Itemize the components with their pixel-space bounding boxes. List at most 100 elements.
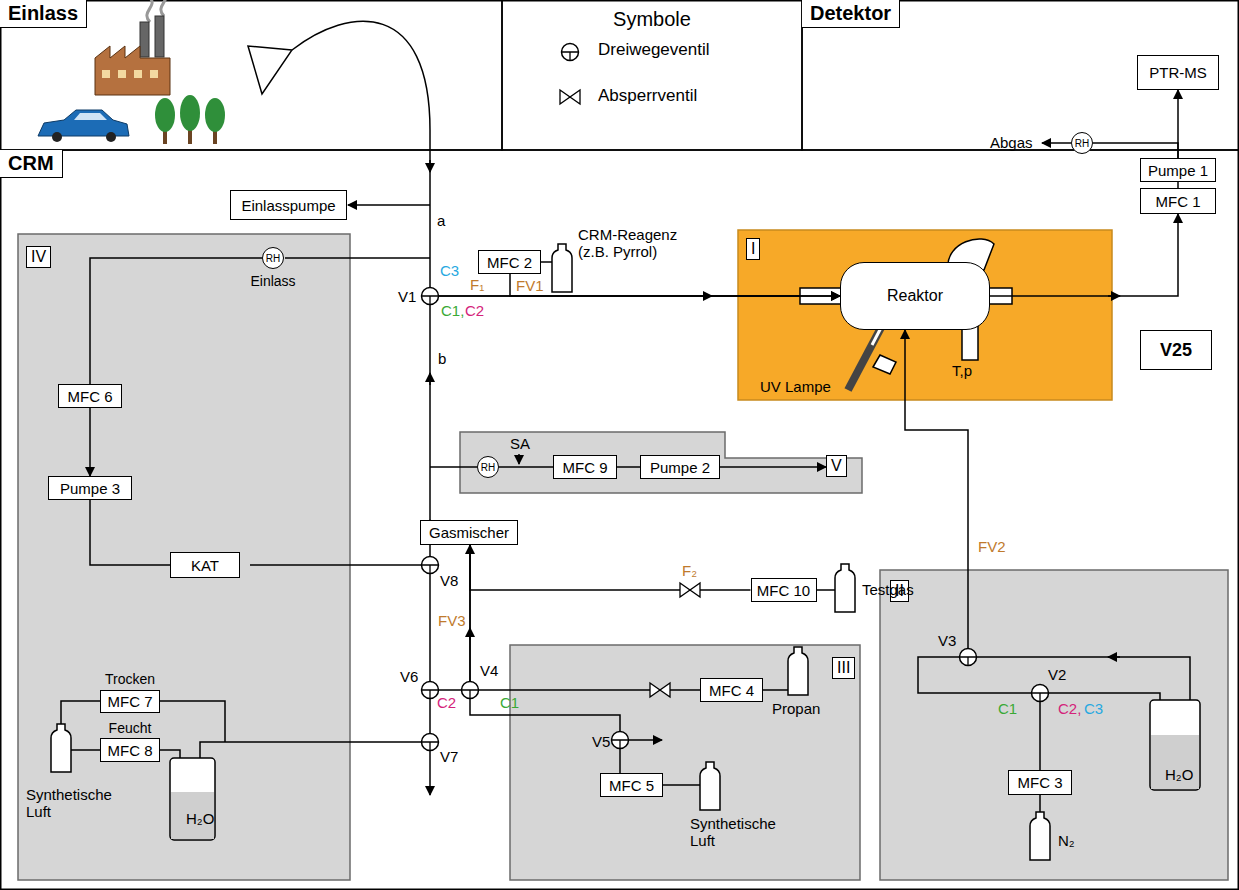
pump-box: Pumpe 1	[1140, 158, 1216, 182]
part-label: UV Lampe	[760, 378, 831, 395]
region-fill	[460, 432, 862, 493]
gas-line	[89, 408, 91, 476]
part-label: Testgas	[862, 581, 914, 598]
part-label: a	[437, 212, 445, 229]
three-way-valve	[422, 288, 439, 305]
gas-bottle	[51, 724, 71, 772]
flow-controller: MFC 10	[751, 578, 817, 602]
node-label: Detektor	[802, 0, 900, 28]
gas-line	[90, 258, 262, 384]
three-way-valve	[960, 649, 977, 666]
shutoff-valve	[680, 583, 700, 597]
gas-bottle	[788, 647, 808, 695]
node-label: Pumpe 1	[1148, 162, 1208, 179]
pump-box: Einlasspumpe	[230, 190, 347, 220]
part-label: SA	[510, 435, 530, 452]
node-label: Einlasspumpe	[241, 197, 335, 214]
node-label: I	[746, 238, 760, 260]
tubing	[430, 466, 477, 468]
part-label: C3	[440, 262, 459, 279]
pump-box: Pumpe 3	[48, 476, 132, 500]
gas-bottle	[700, 762, 720, 810]
section-panel: DetektorPTR-MS RH	[802, 0, 1239, 150]
panel-outline	[802, 0, 1239, 150]
three-way-valve	[1032, 685, 1049, 702]
emission-sources	[102, 70, 110, 78]
part-label: V3	[938, 632, 956, 649]
node-label: V	[826, 455, 847, 477]
shutoff-valve	[560, 90, 580, 104]
node-label: Reaktor	[887, 287, 943, 305]
tubing	[720, 466, 826, 468]
node-label: KAT	[191, 557, 219, 574]
emission-sources	[52, 132, 62, 142]
gas-bottle	[552, 244, 572, 292]
part-label: N₂	[1058, 832, 1075, 849]
reactor-parts	[800, 239, 1012, 390]
gas-line	[90, 500, 170, 565]
humidity-sensor: RHEinlass	[262, 247, 284, 269]
tubing	[429, 699, 431, 733]
emission-sources	[205, 98, 225, 132]
region-fill	[18, 234, 350, 880]
bubbler	[170, 758, 215, 840]
gas-line	[617, 466, 640, 468]
node-note: Einlass	[250, 273, 295, 289]
part-label: F₂	[682, 562, 697, 579]
tubing	[1039, 795, 1041, 814]
legend-text: Absperrventil	[598, 86, 697, 106]
flow-controller: MFC 1	[1140, 188, 1216, 214]
part-label: FV1	[516, 277, 544, 294]
part-label: V5	[592, 733, 610, 750]
module-region: IIMFC 3	[880, 570, 1228, 880]
emission-sources	[106, 132, 116, 142]
tubing	[160, 701, 225, 742]
module-region: IVRHEinlassMFC 6Pumpe 3KATMFC 7TrockenMF…	[18, 234, 350, 880]
tubing	[470, 699, 620, 731]
tubing	[71, 749, 100, 751]
version-box: V25	[1140, 330, 1212, 370]
part-label: b	[438, 350, 446, 367]
legend-text: Dreiwegeventil	[598, 40, 710, 60]
reactor-vessel: Reaktor	[840, 262, 990, 330]
tubing	[541, 261, 552, 263]
node-label: MFC 8	[108, 742, 153, 759]
node-note: Trocken	[105, 671, 155, 687]
node-label: Pumpe 3	[60, 480, 120, 497]
three-way-valve	[562, 44, 579, 61]
node-label: MFC 4	[709, 682, 754, 699]
tubing	[1108, 656, 1120, 658]
node-label: MFC 5	[609, 777, 654, 794]
node-label: III	[832, 657, 855, 679]
tubing	[200, 742, 421, 758]
bubbler	[171, 792, 214, 839]
gas-bottle	[51, 244, 1050, 860]
tubing	[285, 257, 430, 259]
gas-line	[470, 545, 700, 690]
tubing	[663, 784, 700, 786]
emission-sources	[140, 22, 149, 57]
part-label: Propan	[772, 700, 820, 717]
reactor-parts	[873, 355, 896, 374]
part-label: H₂O	[1165, 766, 1193, 783]
region-fill	[510, 645, 860, 880]
part-label: V1	[398, 288, 416, 305]
node-label: CRM	[0, 150, 63, 178]
node-label: RH	[481, 462, 495, 473]
node-label: RH	[1075, 138, 1089, 149]
flow-controller: MFC 9	[553, 455, 617, 479]
node-label: MFC 3	[1018, 774, 1063, 791]
three-way-valve	[422, 682, 439, 699]
tubing	[61, 21, 1190, 828]
region-fill	[880, 570, 1228, 880]
emission-sources	[74, 113, 107, 120]
part-label: V2	[1048, 666, 1066, 683]
part-label: Synthetische Luft	[26, 786, 121, 821]
flow-controller: MFC 7Trocken	[100, 690, 160, 713]
section-panel: CRMEinlasspumpeIVRHEinlassMFC 6Pumpe 3KA…	[0, 150, 1239, 890]
detector-box: PTR-MS	[1137, 55, 1219, 90]
part-label: V8	[440, 572, 458, 589]
part-label: T,p	[952, 362, 972, 379]
reactor-parts	[962, 326, 978, 360]
